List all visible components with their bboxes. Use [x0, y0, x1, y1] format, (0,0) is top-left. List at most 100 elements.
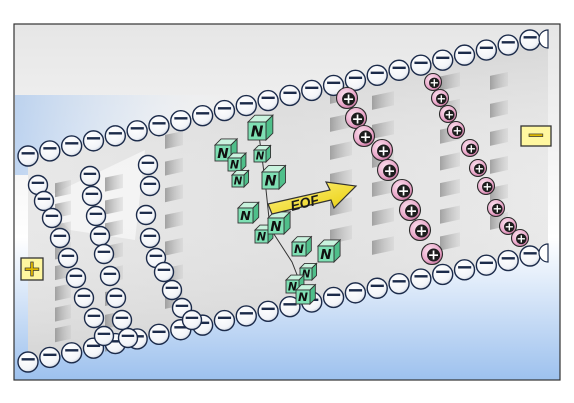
cube-icon — [295, 289, 311, 305]
cation: + — [335, 86, 359, 110]
circle-minus-icon — [366, 64, 388, 87]
circle-minus-icon — [153, 261, 175, 283]
circle-minus-icon — [117, 327, 139, 349]
cation: + — [510, 228, 530, 248]
minus-glyph: − — [88, 201, 105, 225]
neutral-molecule: N — [290, 235, 313, 258]
wall-charge-bottom: − — [235, 301, 257, 327]
minus-glyph: − — [499, 30, 517, 54]
minus-sign-icon — [520, 125, 552, 147]
shadow-block — [440, 205, 460, 224]
anion: − — [73, 283, 95, 309]
circle-minus-icon — [148, 323, 170, 346]
circle-minus-icon — [366, 277, 388, 299]
anion: − — [93, 321, 115, 347]
cation-core — [452, 125, 463, 137]
circle-minus-icon — [497, 249, 519, 272]
minus-glyph: − — [456, 40, 474, 64]
circle-minus-icon — [344, 69, 367, 92]
circle-minus-icon — [139, 227, 161, 249]
plus-glyph: + — [384, 163, 396, 179]
wall-charge-top: − — [60, 131, 83, 157]
minus-glyph: − — [390, 269, 408, 293]
cation-core — [466, 143, 477, 155]
cation-core — [429, 77, 440, 89]
circle-minus-icon — [235, 94, 257, 117]
wall-charge-top: − — [257, 86, 279, 112]
neutral-label: N — [288, 280, 298, 293]
cation-core — [474, 163, 485, 175]
anion: − — [135, 200, 157, 226]
neutral-molecule: N — [294, 283, 317, 306]
neutral-molecule: N — [226, 151, 248, 173]
circle-minus-icon — [93, 243, 115, 265]
wall-charge-top: − — [170, 106, 192, 132]
minus-glyph: − — [41, 136, 59, 160]
wall-charge-top: − — [475, 35, 498, 61]
circle-minus-icon — [33, 190, 55, 212]
minus-glyph: − — [142, 171, 159, 195]
wall-charge-top: − — [431, 45, 454, 71]
shadow-block — [372, 178, 394, 197]
minus-glyph: − — [84, 181, 101, 205]
shadow-block — [440, 72, 460, 91]
minus-glyph: − — [390, 55, 408, 79]
cation-core — [405, 204, 419, 218]
plus-sign-icon — [20, 257, 44, 281]
shadow-block — [165, 184, 183, 203]
wall-charge-top: − — [410, 50, 432, 76]
eof-label: EOF — [289, 191, 321, 214]
shadow-block — [165, 131, 183, 149]
neutral-label: N — [302, 270, 311, 281]
minus-glyph: − — [92, 221, 109, 245]
plus-glyph: + — [474, 161, 484, 175]
cation: + — [420, 242, 444, 266]
neutral-molecule: N — [246, 114, 274, 142]
circle-minus-icon — [104, 125, 127, 147]
wall-charge-top: − — [104, 121, 127, 147]
cation-core — [482, 181, 493, 193]
cation: + — [370, 138, 394, 162]
shadow-block — [55, 304, 71, 322]
cathode-terminal: − — [520, 123, 552, 148]
cation: + — [390, 178, 414, 202]
anion: − — [137, 150, 159, 176]
circle-minus-icon — [82, 130, 105, 152]
cation: + — [430, 88, 450, 108]
plus-glyph: + — [429, 75, 439, 89]
circle-minus-icon — [279, 84, 301, 107]
shadow-block — [490, 72, 508, 90]
cation: + — [352, 124, 376, 148]
plus-glyph: + — [482, 179, 492, 193]
arrow-right-icon — [267, 181, 358, 215]
neutral-label: N — [294, 242, 304, 256]
cube-icon — [317, 245, 335, 263]
cation: + — [408, 218, 432, 242]
minus-glyph: − — [478, 250, 496, 274]
neutral-molecule: N — [213, 137, 239, 163]
minus-glyph: − — [368, 61, 386, 85]
cube-icon — [254, 229, 269, 244]
wall-charge-partial — [538, 243, 549, 263]
shadow-block — [165, 211, 183, 229]
wall-charge-bottom: − — [475, 250, 498, 276]
circle-minus-icon — [388, 272, 410, 295]
minus-glyph: − — [140, 150, 157, 174]
shadow-block — [490, 128, 508, 146]
wall-charge-top: − — [519, 25, 541, 51]
circle-minus-icon — [135, 204, 157, 226]
circle-minus-icon — [191, 104, 214, 127]
plus-glyph: + — [360, 129, 372, 145]
cation-core — [377, 144, 391, 158]
minus-glyph: − — [156, 257, 173, 281]
cation-core — [383, 164, 397, 178]
minus-glyph: − — [142, 223, 159, 247]
circle-minus-icon — [83, 307, 105, 329]
minus-glyph: − — [499, 246, 517, 270]
circle-minus-icon — [475, 254, 498, 276]
circle-minus-icon — [41, 207, 63, 229]
circle-minus-icon — [161, 279, 183, 301]
plus-glyph: + — [444, 107, 454, 121]
shadow-block — [105, 173, 123, 192]
shadow-block — [55, 324, 71, 343]
